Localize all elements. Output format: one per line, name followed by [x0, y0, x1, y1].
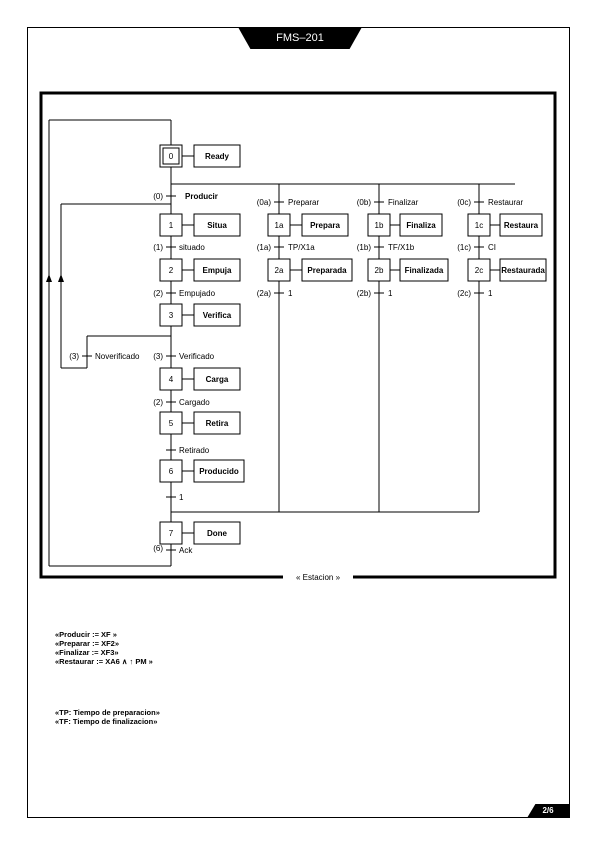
transition-1a-id: (1a): [257, 243, 272, 252]
step-2a-number: 2a: [275, 266, 284, 275]
step-2-action: Empuja: [203, 266, 232, 275]
step-2c-number: 2c: [475, 266, 483, 275]
transition-0c-id: (0c): [457, 198, 471, 207]
step-5-action: Retira: [206, 419, 229, 428]
transition-7-condition: Ack: [179, 546, 193, 555]
step-1a-action: Prepara: [310, 221, 340, 230]
step-1c-action: Restaura: [504, 221, 539, 230]
transition-0b-condition: Finalizar: [388, 198, 419, 207]
transition-1c-condition: CI: [488, 243, 496, 252]
transition-1-condition: situado: [179, 243, 205, 252]
transition-1-id: (1): [153, 243, 163, 252]
arrow-up-icon: [46, 274, 52, 282]
transition-5-condition: Retirado: [179, 446, 210, 455]
step-7-action: Done: [207, 529, 228, 538]
step-5-number: 5: [169, 419, 174, 428]
transition-2-condition: Empujado: [179, 289, 216, 298]
step-1b-action: Finaliza: [406, 221, 436, 230]
transition-2c-condition: 1: [488, 289, 493, 298]
transition-2b-id: (2b): [357, 289, 372, 298]
step-1a-number: 1a: [275, 221, 284, 230]
transition-0c-condition: Restaurar: [488, 198, 523, 207]
transition-4-id: (2): [153, 398, 163, 407]
step-2b-number: 2b: [375, 266, 384, 275]
transition-2-id: (2): [153, 289, 163, 298]
transition-0a-condition: Preparar: [288, 198, 319, 207]
transition-3a-id: (3): [153, 352, 163, 361]
step-2a-action: Preparada: [307, 266, 347, 275]
step-3-action: Verifica: [203, 311, 232, 320]
transition-3a-condition: Verificado: [179, 352, 215, 361]
definition-line: «Producir := XF »: [55, 630, 117, 639]
transition-2a-id: (2a): [257, 289, 272, 298]
step-2-number: 2: [169, 266, 174, 275]
step-0-action: Ready: [205, 152, 230, 161]
definition-line: «Finalizar := XF3»: [55, 648, 119, 657]
transition-1c-id: (1c): [457, 243, 471, 252]
transition-1a-condition: TP/X1a: [288, 243, 315, 252]
transition-3b-condition: Noverificado: [95, 352, 140, 361]
frame-label-bg: [283, 571, 353, 583]
document-code: FMS–201: [238, 27, 362, 49]
transition-1b-condition: TF/X1b: [388, 243, 415, 252]
transition-1b-id: (1b): [357, 243, 372, 252]
diagram-frame: [39, 91, 557, 579]
step-1-number: 1: [169, 221, 174, 230]
page-number: 2/6: [527, 804, 569, 818]
transition-6-condition: 1: [179, 493, 184, 502]
transition-0-id: (0): [153, 192, 163, 201]
transition-3b-id: (3): [69, 352, 79, 361]
step-2b-action: Finalizada: [405, 266, 444, 275]
step-3-number: 3: [169, 311, 174, 320]
transition-2c-id: (2c): [457, 289, 471, 298]
legend-block: «TP: Tiempo de preparacion» «TF: Tiempo …: [55, 708, 160, 726]
transition-0b-id: (0b): [357, 198, 372, 207]
definition-line: «Preparar := XF2»: [55, 639, 119, 648]
step-4-number: 4: [169, 375, 174, 384]
arrow-up-icon: [58, 274, 64, 282]
transition-4-condition: Cargado: [179, 398, 210, 407]
step-7-number: 7: [169, 529, 174, 538]
definition-line: «Restaurar := XA6 ∧ ↑ PM »: [55, 657, 153, 666]
transition-2b-condition: 1: [388, 289, 393, 298]
transition-7-id: (6): [153, 544, 163, 553]
step-4-action: Carga: [206, 375, 229, 384]
step-1b-number: 1b: [375, 221, 384, 230]
step-1c-number: 1c: [475, 221, 483, 230]
transition-0-condition: Producir: [185, 192, 218, 201]
definitions-block: «Producir := XF » «Preparar := XF2» «Fin…: [55, 630, 153, 666]
frame-label: « Estacion »: [296, 573, 341, 582]
legend-line: «TP: Tiempo de preparacion»: [55, 708, 160, 717]
step-6-action: Producido: [199, 467, 239, 476]
step-0-number: 0: [169, 152, 174, 161]
transition-2a-condition: 1: [288, 289, 293, 298]
step-1-action: Situa: [207, 221, 227, 230]
step-2c-action: Restaurada: [501, 266, 545, 275]
transition-0a-id: (0a): [257, 198, 272, 207]
step-6-number: 6: [169, 467, 174, 476]
legend-line: «TF: Tiempo de finalizacion»: [55, 717, 158, 726]
